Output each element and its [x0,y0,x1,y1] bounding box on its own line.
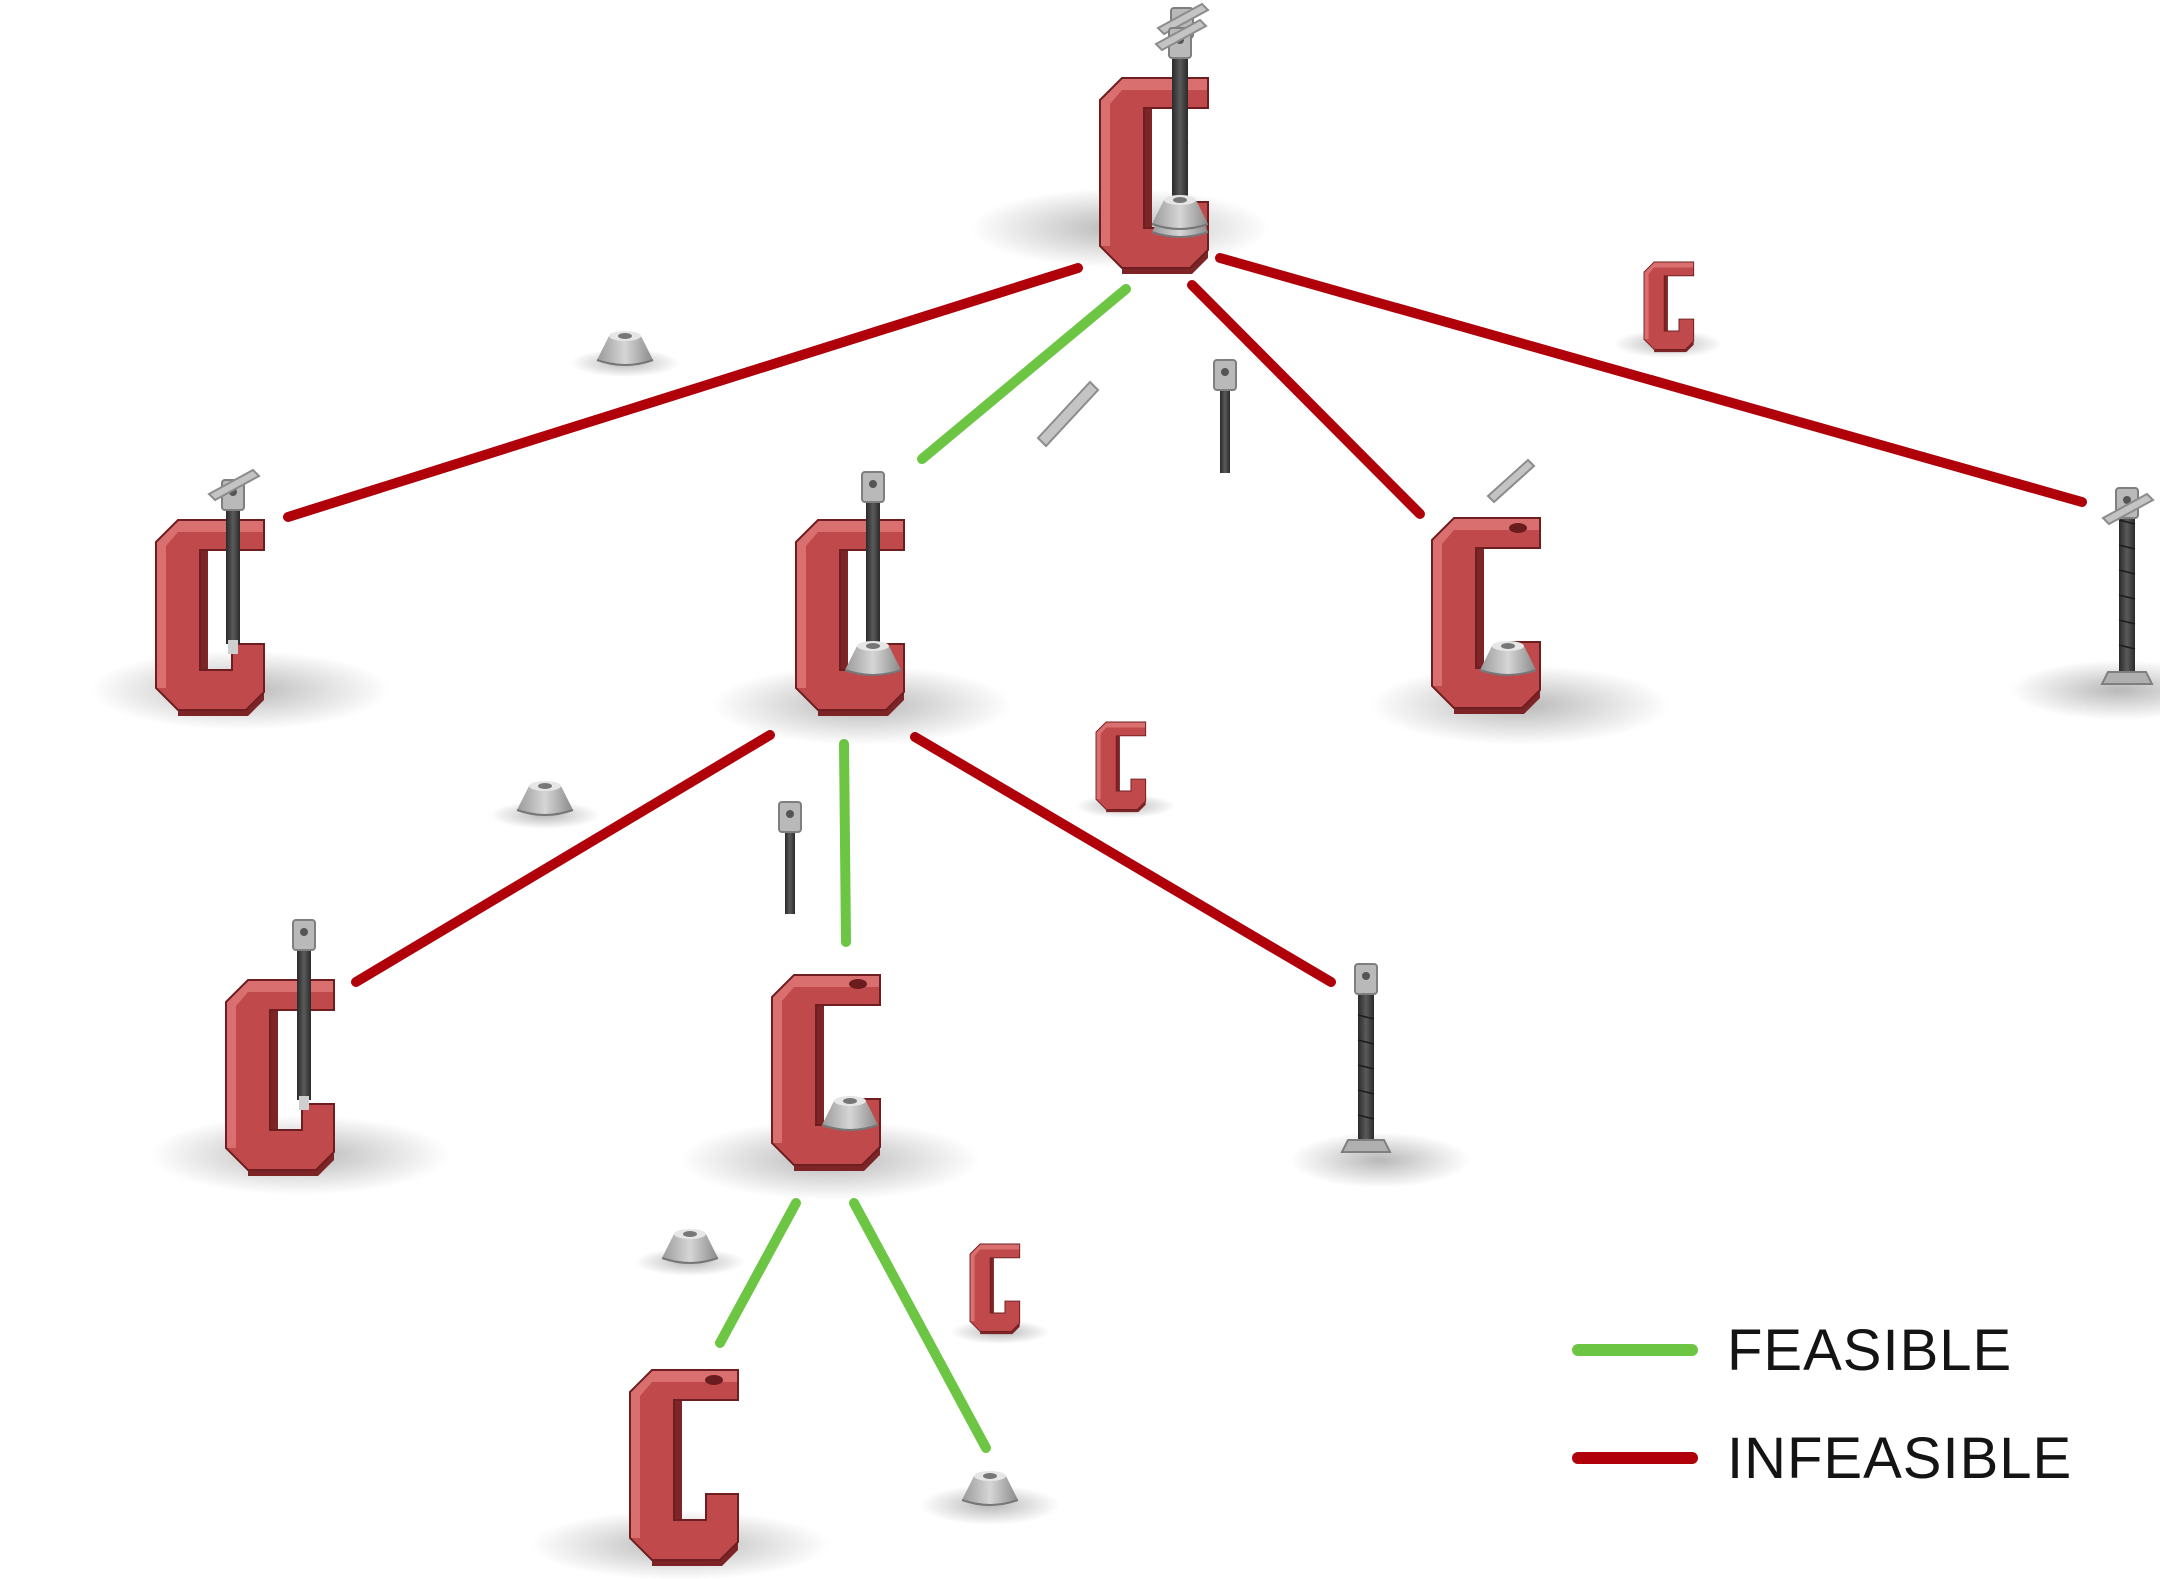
screw-icon [2100,487,2154,685]
node-screw [1290,963,1470,1188]
node-frame-with-pad-feasible [680,974,980,1200]
edge-infeasible [351,730,775,987]
node-pad [920,1470,1060,1525]
edge-infeasible [1215,253,2087,507]
swivel-pad-icon [961,1470,1019,1506]
c-clamp-assembly-icon [225,919,335,1177]
screw-icon [778,801,802,914]
edge-feasible [839,739,851,947]
tree-edges [283,253,2087,1453]
legend-infeasible-label: INFEASIBLE [1727,1426,2072,1491]
edge-infeasible [283,263,1083,522]
legend: FEASIBLE INFEASIBLE [1572,1318,2072,1491]
node-assembly-without-pin [712,471,1012,745]
c-clamp-assembly-icon [1431,517,1541,715]
edge-infeasible [1187,280,1425,519]
node-frame-with-screw [150,919,450,1195]
legend-feasible-label: FEASIBLE [1727,1318,2012,1383]
handle-pin-icon [1036,380,1100,448]
clamp-frame-icon [950,1243,1050,1344]
clamp-frame-icon [629,1369,739,1567]
c-clamp-assembly-icon [155,469,265,717]
node-screw-with-pin [2010,487,2160,720]
handle-pin-icon [1486,458,1536,504]
node-frame [530,1369,830,1579]
edge-feasible [917,284,1131,464]
node-frame-with-pad [1370,517,1670,745]
edge-feasible [849,1198,991,1453]
clamp-frame-icon [1613,261,1723,358]
node-full-assembly-root [970,3,1270,275]
node-assembly-without-pad [90,469,390,730]
removed-part-markers [490,261,1723,1344]
edge-feasible [715,1198,801,1348]
edge-infeasible [910,732,1336,987]
swivel-pad-icon [570,330,680,377]
swivel-pad-icon [490,780,600,829]
c-clamp-assembly-icon [795,471,905,717]
screw-icon [1213,359,1237,473]
clamp-frame-icon [1075,721,1175,818]
screw-icon [1340,963,1392,1153]
c-clamp-assembly-icon [771,974,881,1172]
swivel-pad-icon [635,1228,745,1276]
